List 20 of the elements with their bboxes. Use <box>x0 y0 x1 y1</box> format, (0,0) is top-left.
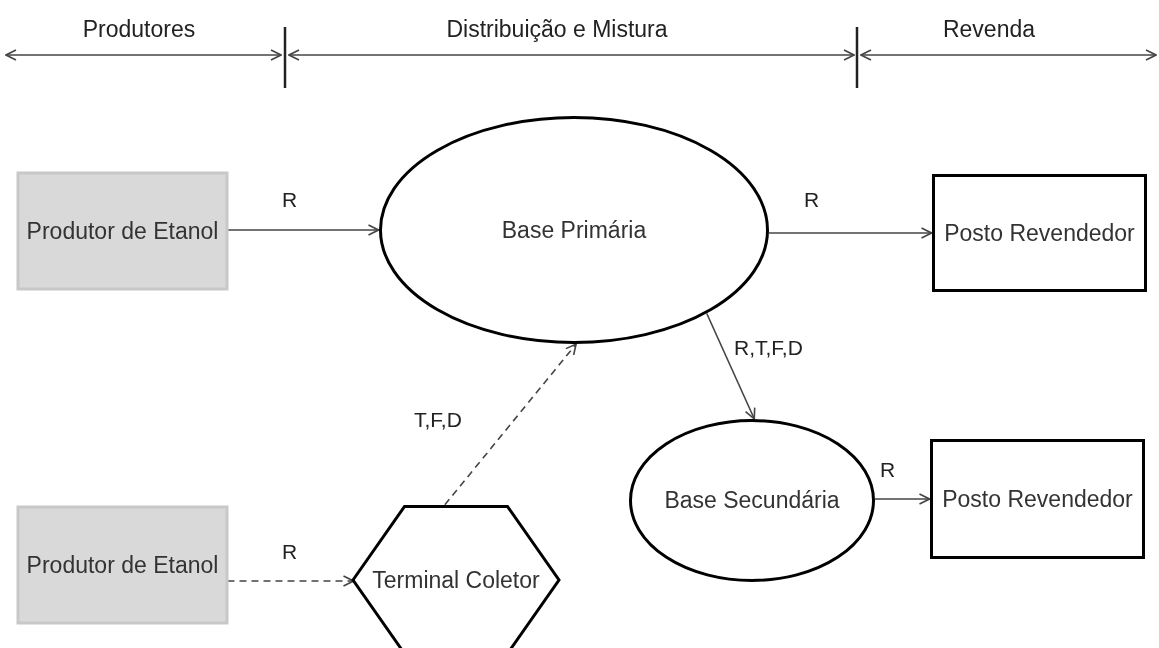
node-label: Produtor de Etanol <box>26 216 219 246</box>
terminal-hexagon <box>353 505 559 648</box>
source-box <box>18 507 227 623</box>
base-ellipse <box>629 419 875 582</box>
node-label: Base Primária <box>500 215 648 245</box>
section-heading: Distribuição e Mistura <box>446 16 668 43</box>
arrow <box>768 227 933 239</box>
section-heading: Produtores <box>82 16 196 43</box>
node-label: Base Secundária <box>663 486 841 516</box>
arrow <box>874 493 931 505</box>
node-label: Terminal Coletor <box>371 565 541 595</box>
source-box <box>18 173 227 289</box>
node-label: Posto Revendedor <box>941 484 1134 514</box>
process-box <box>930 439 1145 559</box>
process-box <box>932 174 1147 292</box>
node-label: Produtor de Etanol <box>26 550 219 580</box>
arrow <box>705 312 756 420</box>
node-label: Posto Revendedor <box>943 218 1136 248</box>
section-heading: Revenda <box>942 16 1036 43</box>
arrow <box>444 343 577 506</box>
